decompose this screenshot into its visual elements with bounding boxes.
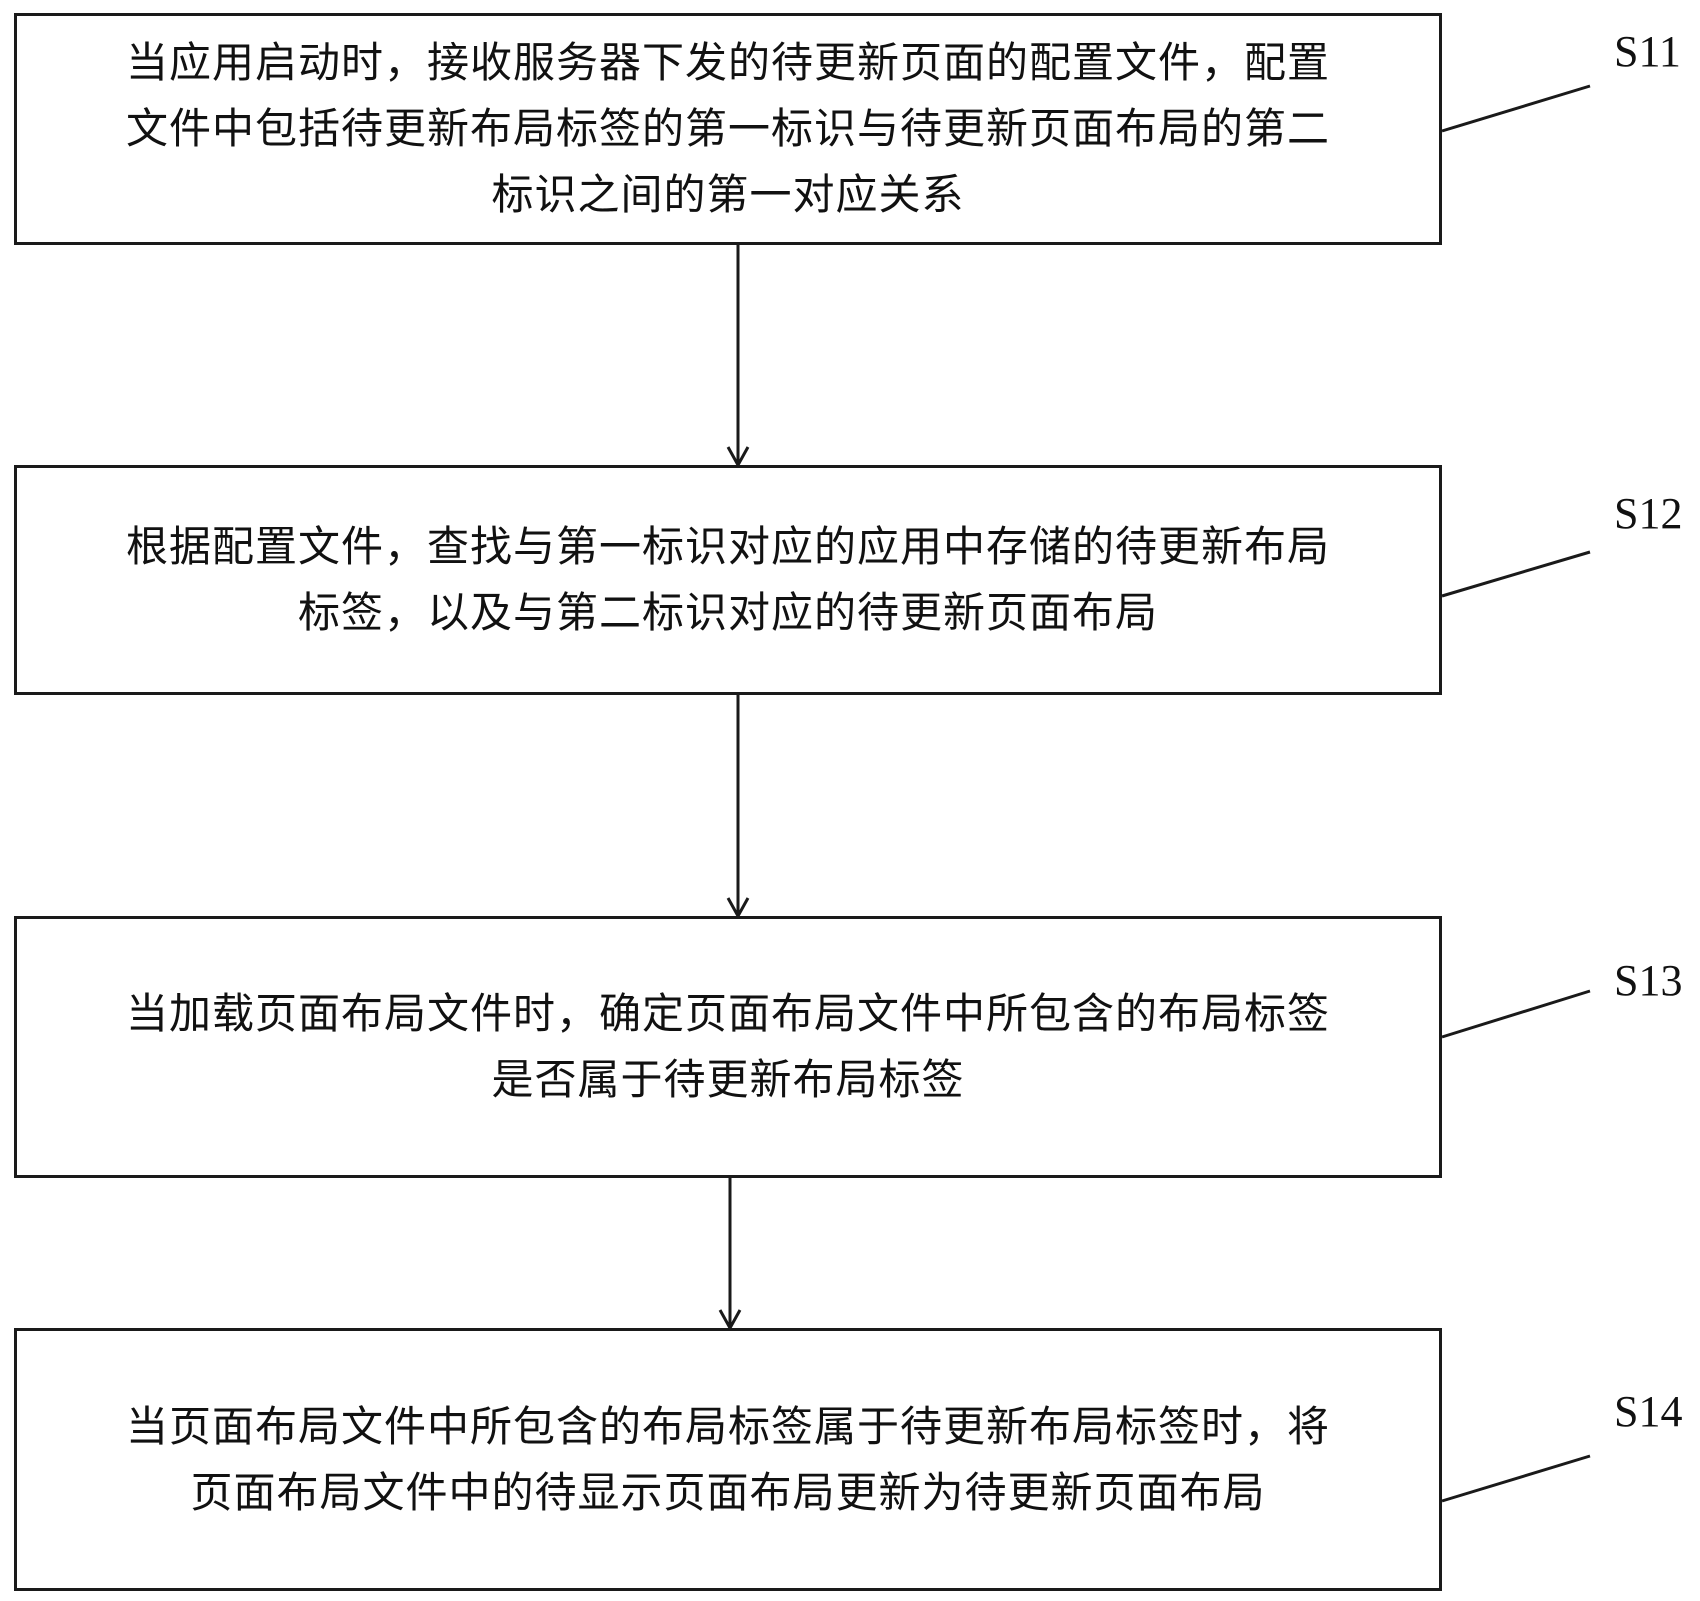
arrow-s13-to-s14 [718,1178,742,1332]
step-label-s13: S13 [1614,956,1683,1005]
step-text-line: 是否属于待更新布局标签 [491,1055,965,1104]
step-text-line: 文件中包括待更新布局标签的第一标识与待更新页面布局的第二 [125,104,1330,153]
step-text-line: 根据配置文件，查找与第一标识对应的应用中存储的待更新布局 [125,522,1330,571]
step-label-s11: S11 [1614,27,1681,76]
step-text-line: 标识之间的第一对应关系 [491,170,965,219]
step-text-s12: 根据配置文件，查找与第一标识对应的应用中存储的待更新布局 标签，以及与第二标识对… [39,514,1417,646]
leader-line-s12 [1441,550,1591,598]
step-text-line: 标签，以及与第二标识对应的待更新页面布局 [297,588,1158,637]
step-text-s13: 当加载页面布局文件时，确定页面布局文件中所包含的布局标签 是否属于待更新布局标签 [39,981,1417,1113]
step-box-s13: 当加载页面布局文件时，确定页面布局文件中所包含的布局标签 是否属于待更新布局标签 [14,916,1442,1178]
step-label-s12: S12 [1614,489,1683,538]
step-label-s14: S14 [1614,1387,1683,1436]
step-text-line: 页面布局文件中的待显示页面布局更新为待更新页面布局 [190,1467,1266,1517]
step-text-line: 当加载页面布局文件时，确定页面布局文件中所包含的布局标签 [125,989,1330,1038]
step-box-s11: 当应用启动时，接收服务器下发的待更新页面的配置文件，配置 文件中包括待更新布局标… [14,13,1442,245]
step-text-line: 当应用启动时，接收服务器下发的待更新页面的配置文件，配置 [125,38,1330,87]
step-box-s14: 当页面布局文件中所包含的布局标签属于待更新布局标签时，将 页面布局文件中的待显示… [14,1328,1442,1591]
leader-line-s11 [1441,84,1591,133]
leader-line-s13 [1441,989,1591,1039]
arrow-s11-to-s12 [726,245,750,469]
step-text-line: 当页面布局文件中所包含的布局标签属于待更新布局标签时，将 [125,1401,1330,1451]
leader-line-s14 [1441,1454,1591,1503]
step-text-s14: 当页面布局文件中所包含的布局标签属于待更新布局标签时，将 页面布局文件中的待显示… [39,1394,1417,1526]
step-box-s12: 根据配置文件，查找与第一标识对应的应用中存储的待更新布局 标签，以及与第二标识对… [14,465,1442,695]
step-text-s11: 当应用启动时，接收服务器下发的待更新页面的配置文件，配置 文件中包括待更新布局标… [39,30,1417,228]
arrow-s12-to-s13 [726,695,750,920]
